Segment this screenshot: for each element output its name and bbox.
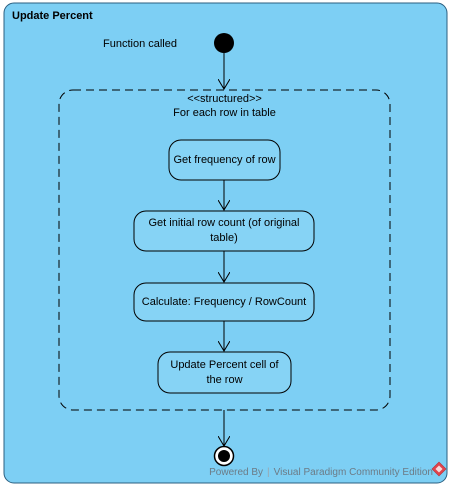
region-stereotype: <<structured>> (187, 93, 262, 105)
watermark: Powered By | Visual Paradigm Community E… (209, 467, 433, 478)
action-get-frequency[interactable] (168, 139, 281, 181)
watermark-product: Visual Paradigm Community Edition (273, 467, 433, 478)
action-label: Get frequency of row (173, 153, 276, 166)
action-get-initial-row-count[interactable] (133, 210, 315, 252)
activity-title: Update Percent (12, 10, 93, 22)
watermark-prefix: Powered By (209, 467, 264, 478)
action-calculate[interactable] (133, 282, 315, 322)
structured-region[interactable] (58, 89, 391, 411)
initial-node[interactable] (214, 33, 234, 53)
watermark-separator: | (267, 467, 270, 478)
action-update-percent[interactable] (157, 351, 292, 394)
region-name: For each row in table (173, 107, 276, 119)
visual-paradigm-logo-icon (431, 461, 447, 477)
action-label: Update Percent cell of the row (170, 358, 279, 386)
action-label: Get initial row count (of original table… (148, 217, 300, 244)
action-label: Calculate: Frequency / RowCount (141, 295, 307, 308)
final-node-inner (218, 450, 230, 462)
initial-node-label: Function called (103, 38, 177, 50)
